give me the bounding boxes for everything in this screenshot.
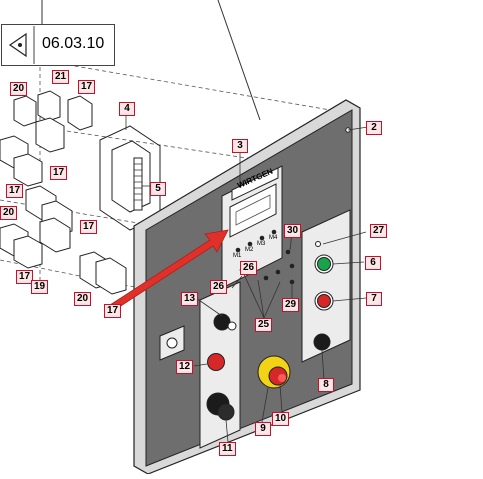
callout-8: 8 — [318, 378, 334, 392]
callout-20-a: 20 — [10, 82, 28, 96]
callout-11: 11 — [219, 442, 236, 456]
callout-25: 25 — [255, 318, 273, 332]
callout-21: 21 — [52, 70, 70, 84]
callout-29: 29 — [282, 298, 300, 312]
callout-19: 19 — [31, 280, 49, 294]
callout-17-b: 17 — [50, 166, 68, 180]
view-direction-icon — [8, 26, 35, 64]
green-pushbutton — [317, 257, 331, 271]
callout-6: 6 — [365, 256, 381, 270]
callout-12: 12 — [176, 360, 194, 374]
keypad-label-m1: M1 — [233, 253, 242, 259]
callout-10: 10 — [272, 412, 290, 426]
callout-17-e: 17 — [16, 270, 34, 284]
callout-26-a: 26 — [210, 280, 228, 294]
insertion-arrow — [109, 229, 229, 312]
callout-20-c: 20 — [74, 292, 92, 306]
callout-20-b: 20 — [0, 206, 18, 220]
callout-17-c: 17 — [6, 184, 24, 198]
callout-5: 5 — [150, 182, 166, 196]
document-code: 06.03.10 — [42, 35, 105, 52]
document-reference-tag: 06.03.10 — [1, 24, 115, 66]
keypad-label-m4: M4 — [269, 235, 278, 241]
callout-26-b: 26 — [240, 261, 258, 275]
callout-17-d: 17 — [80, 220, 98, 234]
callout-27: 27 — [370, 224, 388, 238]
callout-30: 30 — [284, 224, 302, 238]
red-pushbutton — [317, 294, 331, 308]
leader-lines — [125, 112, 369, 443]
callout-3: 3 — [232, 139, 248, 153]
callout-7: 7 — [366, 292, 382, 306]
callout-17-f: 17 — [104, 304, 122, 318]
callout-2: 2 — [366, 121, 382, 135]
keypad-label-m2: M2 — [245, 247, 254, 253]
callout-13: 13 — [181, 292, 199, 306]
callout-17-a: 17 — [78, 80, 96, 94]
callout-4: 4 — [119, 102, 135, 116]
exploded-components — [0, 90, 161, 295]
callout-9: 9 — [255, 422, 271, 436]
keypad-label-m3: M3 — [257, 241, 266, 247]
control-panel — [133, 99, 361, 475]
